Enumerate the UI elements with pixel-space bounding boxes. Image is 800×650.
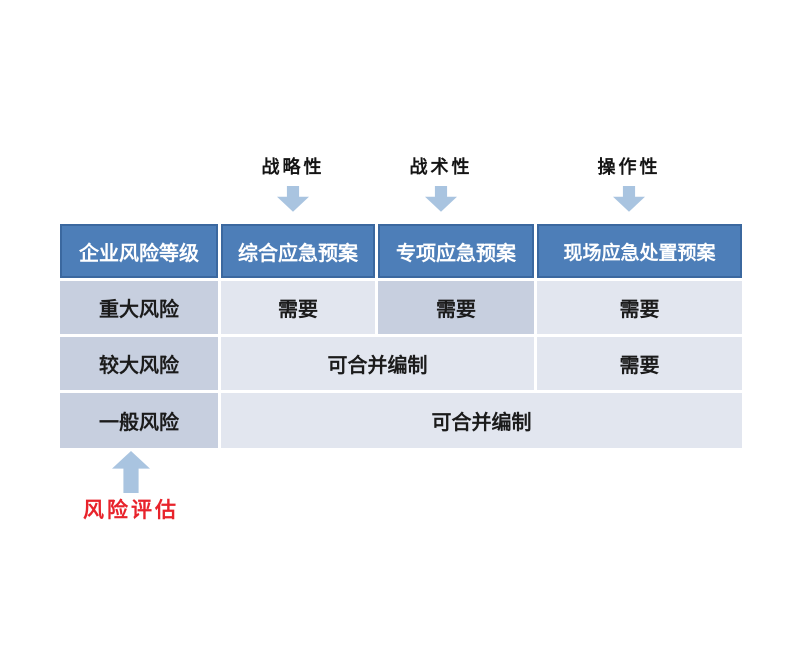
row-major-risk-level: 重大风险 [60,281,218,334]
risk-plan-table: 企业风险等级 综合应急预案 专项应急预案 现场应急处置预案 重大风险 需要 需要… [60,224,742,448]
row-general-risk-level: 一般风险 [60,393,218,448]
header-comprehensive-plan: 综合应急预案 [221,224,375,278]
header-risk-level: 企业风险等级 [60,224,218,278]
strategic-label: 战略性 [261,157,325,177]
row-larger-merged: 可合并编制 [221,337,534,390]
down-arrow-icon [425,185,457,212]
row-larger-onsite: 需要 [537,337,742,390]
plan-type-operational: 操作性 [569,157,689,212]
row-larger-risk-level: 较大风险 [60,337,218,390]
risk-assessment-label: 风险评估 [83,498,179,522]
row-major-special: 需要 [378,281,534,334]
up-arrow-icon [112,451,150,493]
plan-type-tactical: 战术性 [381,157,501,212]
down-arrow-icon [277,185,309,212]
down-arrow-icon [613,185,645,212]
row-major-comprehensive: 需要 [221,281,375,334]
header-special-plan: 专项应急预案 [378,224,534,278]
operational-label: 操作性 [597,157,661,177]
row-major-onsite: 需要 [537,281,742,334]
tactical-label: 战术性 [409,157,473,177]
row-general-merged: 可合并编制 [221,393,742,448]
plan-type-strategic: 战略性 [233,157,353,212]
header-onsite-plan: 现场应急处置预案 [537,224,742,278]
